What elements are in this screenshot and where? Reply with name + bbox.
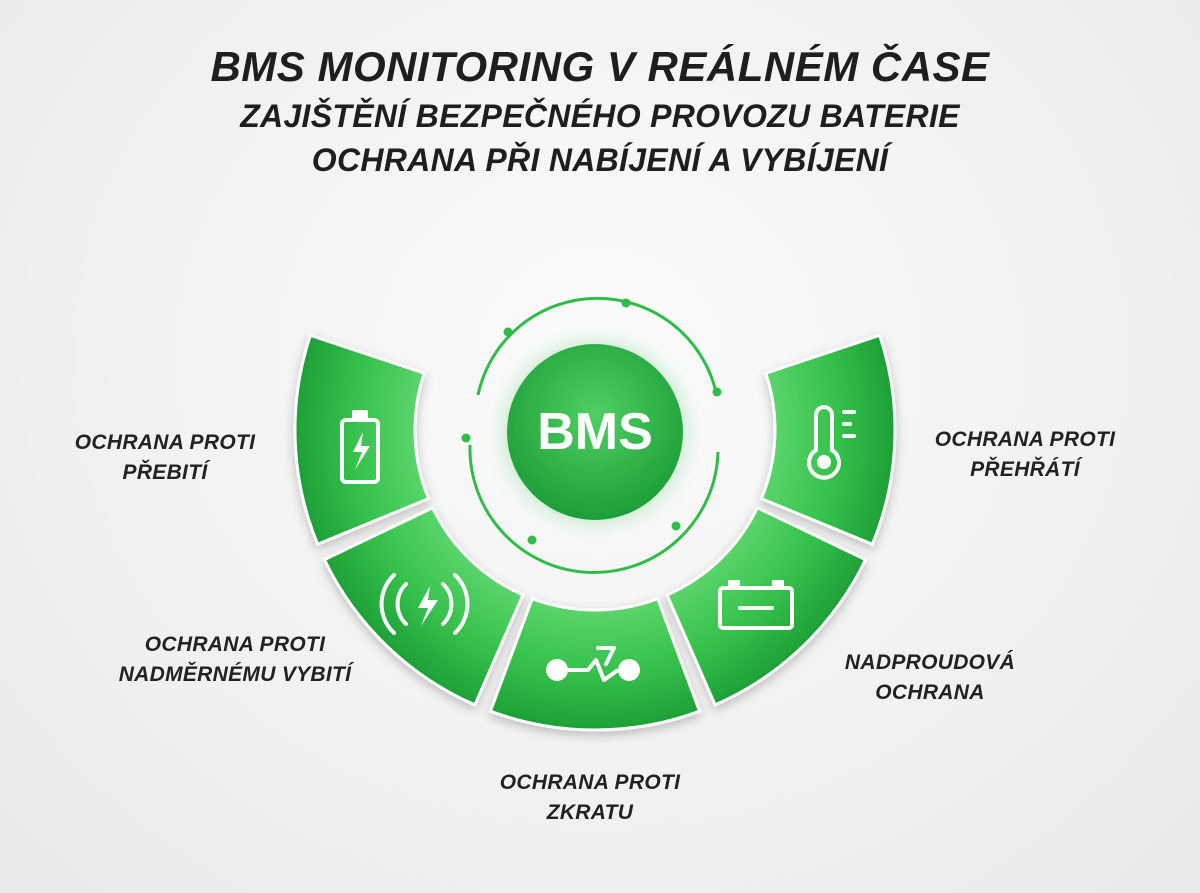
short-circuit-icon (546, 646, 640, 682)
orbit-dot (503, 327, 513, 337)
page-subtitle-1: ZAJIŠTĚNÍ BEZPEČNÉHO PROVOZU BATERIE (240, 98, 960, 134)
orbit-dot (527, 535, 537, 545)
car-battery-icon (718, 580, 794, 630)
label-overheating: OCHRANA PROTI PŘEHŘÁTÍ (900, 425, 1150, 485)
label-line: OCHRANA PROTI (499, 771, 681, 794)
label-overdischarge: OCHRANA PROTI NADMĚRNÉMU VYBITÍ (70, 630, 400, 690)
wireless-bolt-icon (379, 573, 470, 635)
label-overcharge: OCHRANA PROTI PŘEBITÍ (40, 428, 290, 488)
label-line: NADMĚRNÉMU VYBITÍ (118, 663, 352, 686)
thermometer-icon (807, 405, 856, 480)
orbit-dot (671, 521, 681, 531)
orbit-arc-top (476, 296, 718, 396)
label-line: OCHRANA PROTI (144, 633, 326, 656)
label-short-circuit: OCHRANA PROTI ZKRATU (465, 768, 715, 828)
label-line: NADPROUDOVÁ (844, 651, 1016, 674)
battery-charging-icon (340, 410, 380, 484)
label-line: OCHRANA PROTI (934, 428, 1116, 451)
label-line: PŘEBITÍ (122, 461, 208, 484)
label-line: ZKRATU (546, 801, 634, 824)
orbit-dot (712, 387, 722, 397)
bms-hub: BMS (507, 344, 683, 520)
label-overcurrent: NADPROUDOVÁ OCHRANA (820, 648, 1040, 708)
orbit-arc-bottom (468, 444, 720, 574)
title-block: BMS MONITORING V REÁLNÉM ČASE ZAJIŠTĚNÍ … (0, 40, 1200, 182)
orbit-dot (461, 433, 471, 443)
label-line: OCHRANA PROTI (74, 431, 256, 454)
page-subtitle-2: OCHRANA PŘI NABÍJENÍ A VYBÍJENÍ (311, 142, 889, 178)
label-line: PŘEHŘÁTÍ (970, 458, 1080, 481)
segment-overheating (759, 333, 897, 547)
hub-label: BMS (537, 403, 653, 461)
orbit-dot (621, 298, 631, 308)
page-title: BMS MONITORING V REÁLNÉM ČASE (210, 43, 990, 90)
label-line: OCHRANA (875, 681, 985, 704)
orbit-ring (461, 296, 722, 574)
